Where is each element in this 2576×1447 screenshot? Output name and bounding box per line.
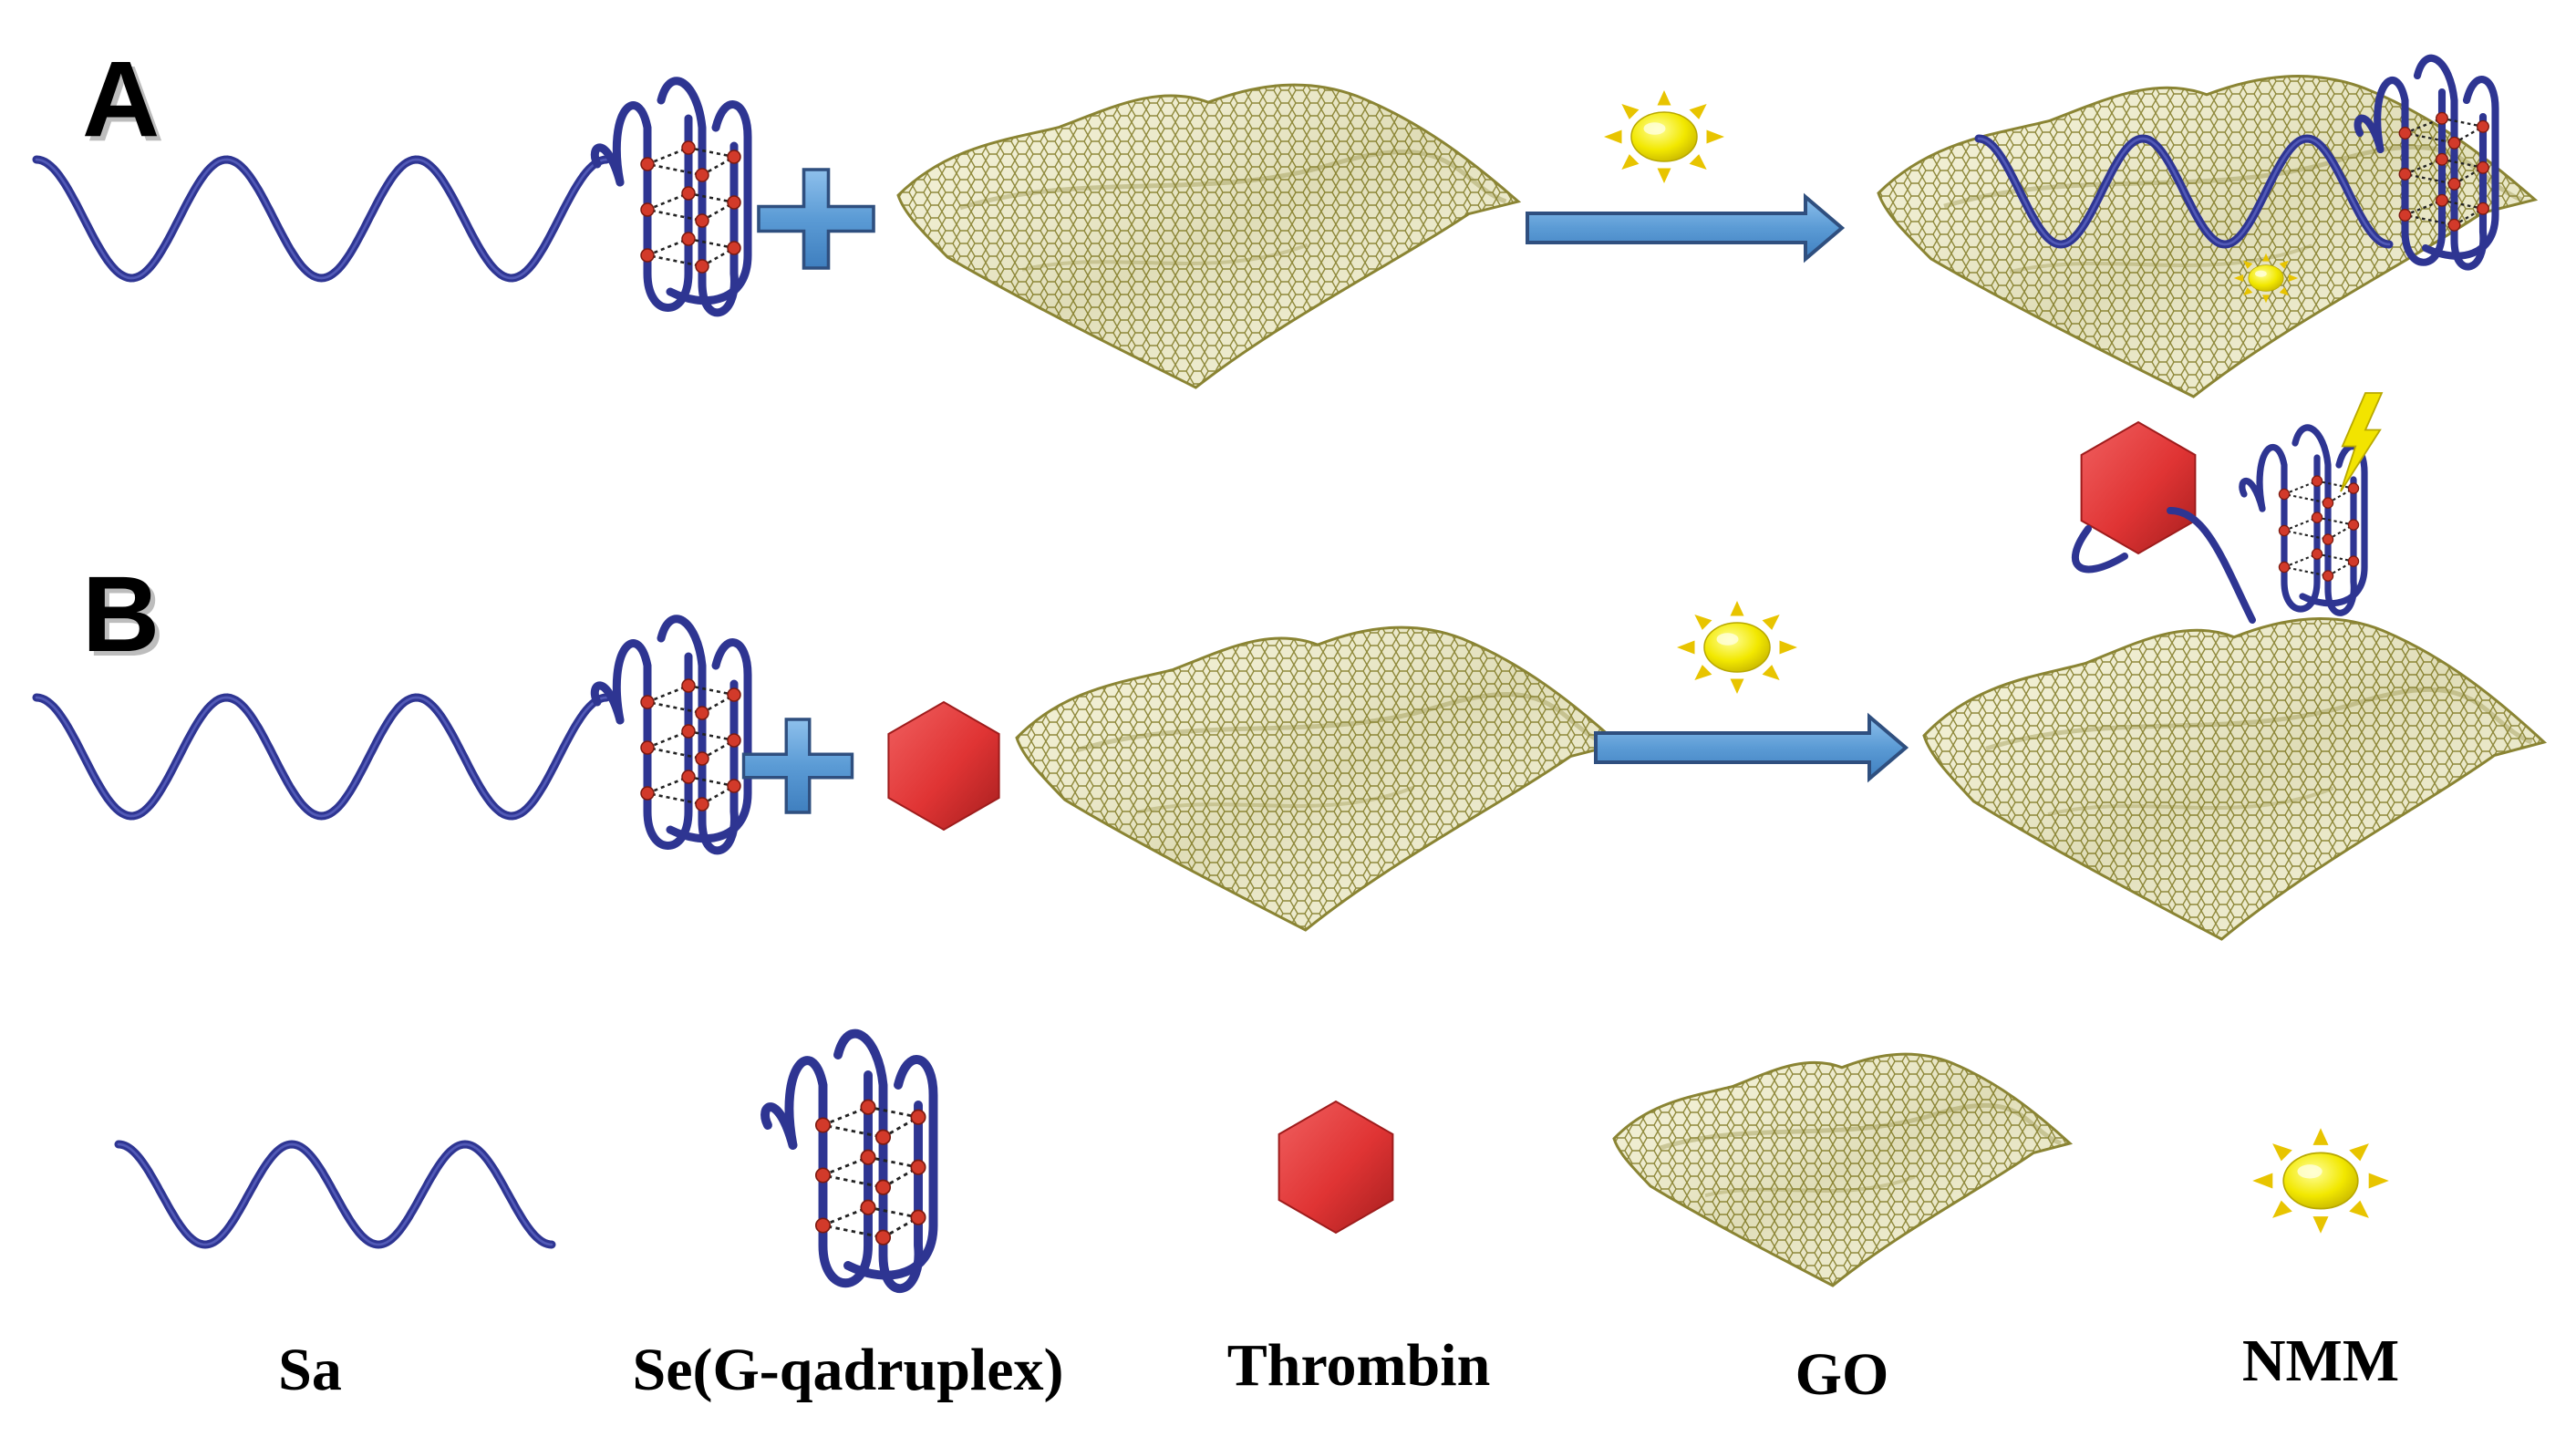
legend-quadruplex	[760, 1028, 938, 1294]
b-plus-icon	[741, 718, 854, 814]
b-bound-thrombin-hexagon-icon	[2080, 420, 2197, 555]
legend-label-thrombin: Thrombin	[1226, 1332, 1491, 1399]
b-quadruplex-probe	[590, 615, 752, 855]
a-nmm-sun-icon	[1604, 90, 1724, 183]
diagram-layer	[32, 54, 2548, 1294]
b-complex-tail-strand	[2071, 525, 2128, 574]
legend-label-go: GO	[1795, 1341, 1889, 1408]
a-plus-icon	[757, 168, 875, 270]
b-lightning-bolt-icon	[2340, 392, 2384, 492]
legend-nmm-sun-icon	[2252, 1128, 2389, 1234]
legend-sa-strand	[114, 1140, 556, 1249]
a-quenched-nmm-icon	[2233, 253, 2299, 304]
legend-label-nmm: NMM	[2241, 1328, 2400, 1394]
a-graphene-oxide	[896, 83, 1522, 389]
b-right-arrow-icon	[1594, 712, 1909, 783]
legend-graphene-oxide	[1612, 1052, 2074, 1287]
b-complex-linker-strand	[2167, 507, 2256, 624]
a-right-arrow-icon	[1526, 192, 1846, 264]
a-adsorbed-sa-strand	[1974, 134, 2394, 249]
panel-label-b: B	[82, 554, 160, 675]
a-adsorbed-quadruplex	[2354, 54, 2499, 271]
a-quadruplex-probe	[590, 77, 752, 317]
legend-thrombin-hexagon-icon	[1278, 1100, 1394, 1235]
legend-label-se: Se(G-qadruplex)	[632, 1337, 1064, 1403]
b-graphene-oxide	[1015, 625, 1622, 932]
b-graphene-oxide-product	[1922, 617, 2548, 941]
a-graphene-oxide-product	[1877, 75, 2539, 398]
b-thrombin-hexagon-icon	[887, 700, 1000, 832]
b-nmm-sun-icon	[1677, 601, 1797, 694]
b-released-quadruplex	[2239, 424, 2368, 616]
legend-label-sa: Sa	[278, 1337, 342, 1403]
a-sa-strand	[32, 155, 611, 283]
panel-label-a: A	[82, 39, 160, 160]
b-sa-strand	[32, 693, 611, 821]
